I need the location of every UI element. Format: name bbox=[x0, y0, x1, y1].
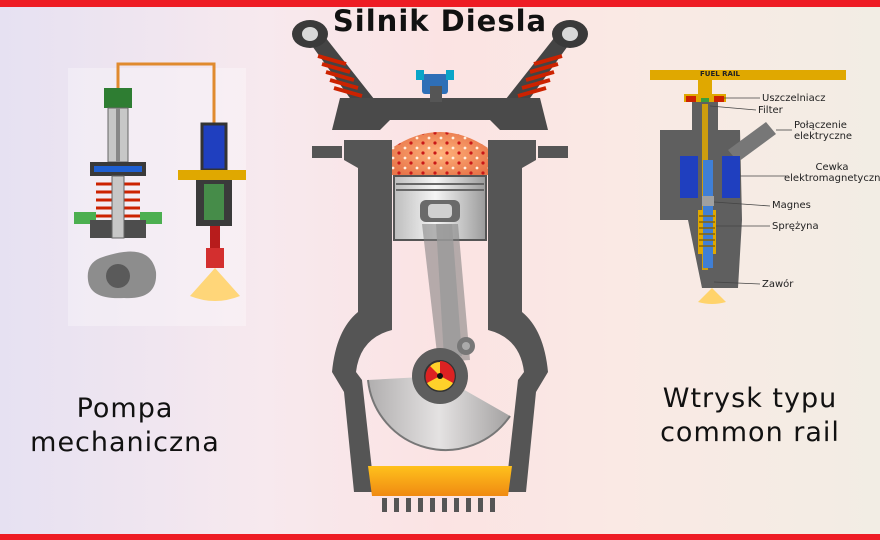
callout-polaczenie: Połączenie elektryczne bbox=[794, 120, 852, 142]
needle bbox=[703, 160, 713, 268]
solenoid-coil-left bbox=[680, 156, 698, 198]
callout-polaczenie-line1: Połączenie bbox=[794, 120, 852, 131]
callout-polaczenie-line2: elektryczne bbox=[794, 131, 852, 142]
label-common-rail-line1: Wtrysk typu bbox=[640, 382, 860, 416]
callout-cewka-line1: Cewka bbox=[784, 162, 880, 173]
cylinder-head bbox=[332, 98, 548, 130]
block-left-flange bbox=[312, 146, 342, 158]
callout-cewka-line2: elektromagnetyczna bbox=[784, 173, 880, 184]
callout-sprezyna: Sprężyna bbox=[772, 221, 819, 232]
fuel-rail-bar bbox=[650, 70, 846, 80]
fuel-rail-label: FUEL RAIL bbox=[700, 70, 740, 78]
seal bbox=[686, 96, 696, 102]
sump-fins bbox=[382, 498, 495, 512]
page-title: Silnik Diesla bbox=[330, 4, 550, 38]
spray-tip bbox=[698, 288, 726, 304]
cam-shaft bbox=[106, 264, 130, 288]
label-mechanical-pump-line2: mechaniczna bbox=[10, 426, 240, 460]
label-common-rail-line2: common rail bbox=[640, 416, 860, 450]
label-mechanical-pump-line1: Pompa bbox=[10, 392, 240, 426]
oil-sump bbox=[368, 466, 512, 496]
callout-filter: Filter bbox=[758, 105, 783, 116]
callout-magnes: Magnes bbox=[772, 200, 811, 211]
callout-cewka: Cewka elektromagnetyczna bbox=[784, 162, 880, 184]
label-common-rail: Wtrysk typu common rail bbox=[640, 382, 860, 450]
label-mechanical-pump: Pompa mechaniczna bbox=[10, 392, 240, 460]
left-valve-cap bbox=[292, 20, 328, 48]
mechanical-pump bbox=[68, 64, 246, 326]
solenoid-coil-right bbox=[722, 156, 740, 198]
right-valve-cap bbox=[552, 20, 588, 48]
callout-uszczelniacz: Uszczelniacz bbox=[762, 93, 825, 104]
fuel-spray-particles bbox=[392, 132, 488, 175]
block-right-flange bbox=[538, 146, 568, 158]
diesel-engine bbox=[292, 20, 588, 512]
fuel-injector bbox=[416, 70, 454, 102]
callout-zawor: Zawór bbox=[762, 279, 793, 290]
magnet bbox=[702, 196, 714, 206]
common-rail-injector bbox=[650, 70, 846, 304]
